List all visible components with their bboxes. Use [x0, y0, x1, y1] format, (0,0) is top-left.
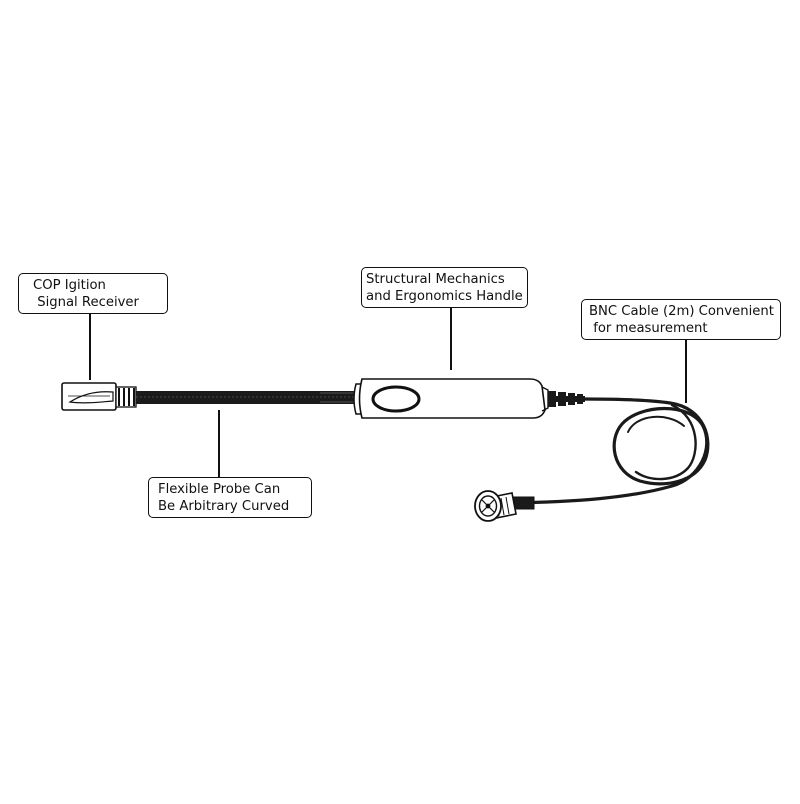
ergonomic-handle: [353, 378, 549, 419]
callout-handle-line1: Structural Mechanics: [366, 272, 505, 287]
callout-bnc-cable-line1: BNC Cable (2m) Convenient: [589, 304, 774, 319]
flexible-probe-shaft: [136, 391, 358, 404]
callout-cop-receiver-line2: Signal Receiver: [33, 295, 139, 310]
strain-relief: [548, 391, 585, 407]
bnc-cable-coil: [508, 397, 710, 505]
callout-cop-receiver-line1: COP Igition: [33, 278, 106, 293]
callout-flexible-probe-line1: Flexible Probe Can: [158, 482, 281, 497]
callout-handle-line2: and Ergonomics Handle: [366, 289, 523, 304]
bnc-connector: [474, 490, 535, 522]
callout-bnc-cable-line2: for measurement: [589, 321, 708, 336]
callout-flexible-probe-line2: Be Arbitrary Curved: [158, 499, 290, 514]
callout-cop-receiver: COP Igition Signal Receiver: [18, 273, 168, 314]
cop-receiver-tip: [61, 382, 117, 411]
callout-bnc-cable: BNC Cable (2m) Convenient for measuremen…: [581, 299, 781, 340]
callout-handle: Structural Mechanics and Ergonomics Hand…: [361, 267, 528, 308]
handle-oval-button: [371, 385, 421, 413]
callout-flexible-probe: Flexible Probe Can Be Arbitrary Curved: [148, 477, 312, 518]
tip-collar: [115, 386, 137, 408]
